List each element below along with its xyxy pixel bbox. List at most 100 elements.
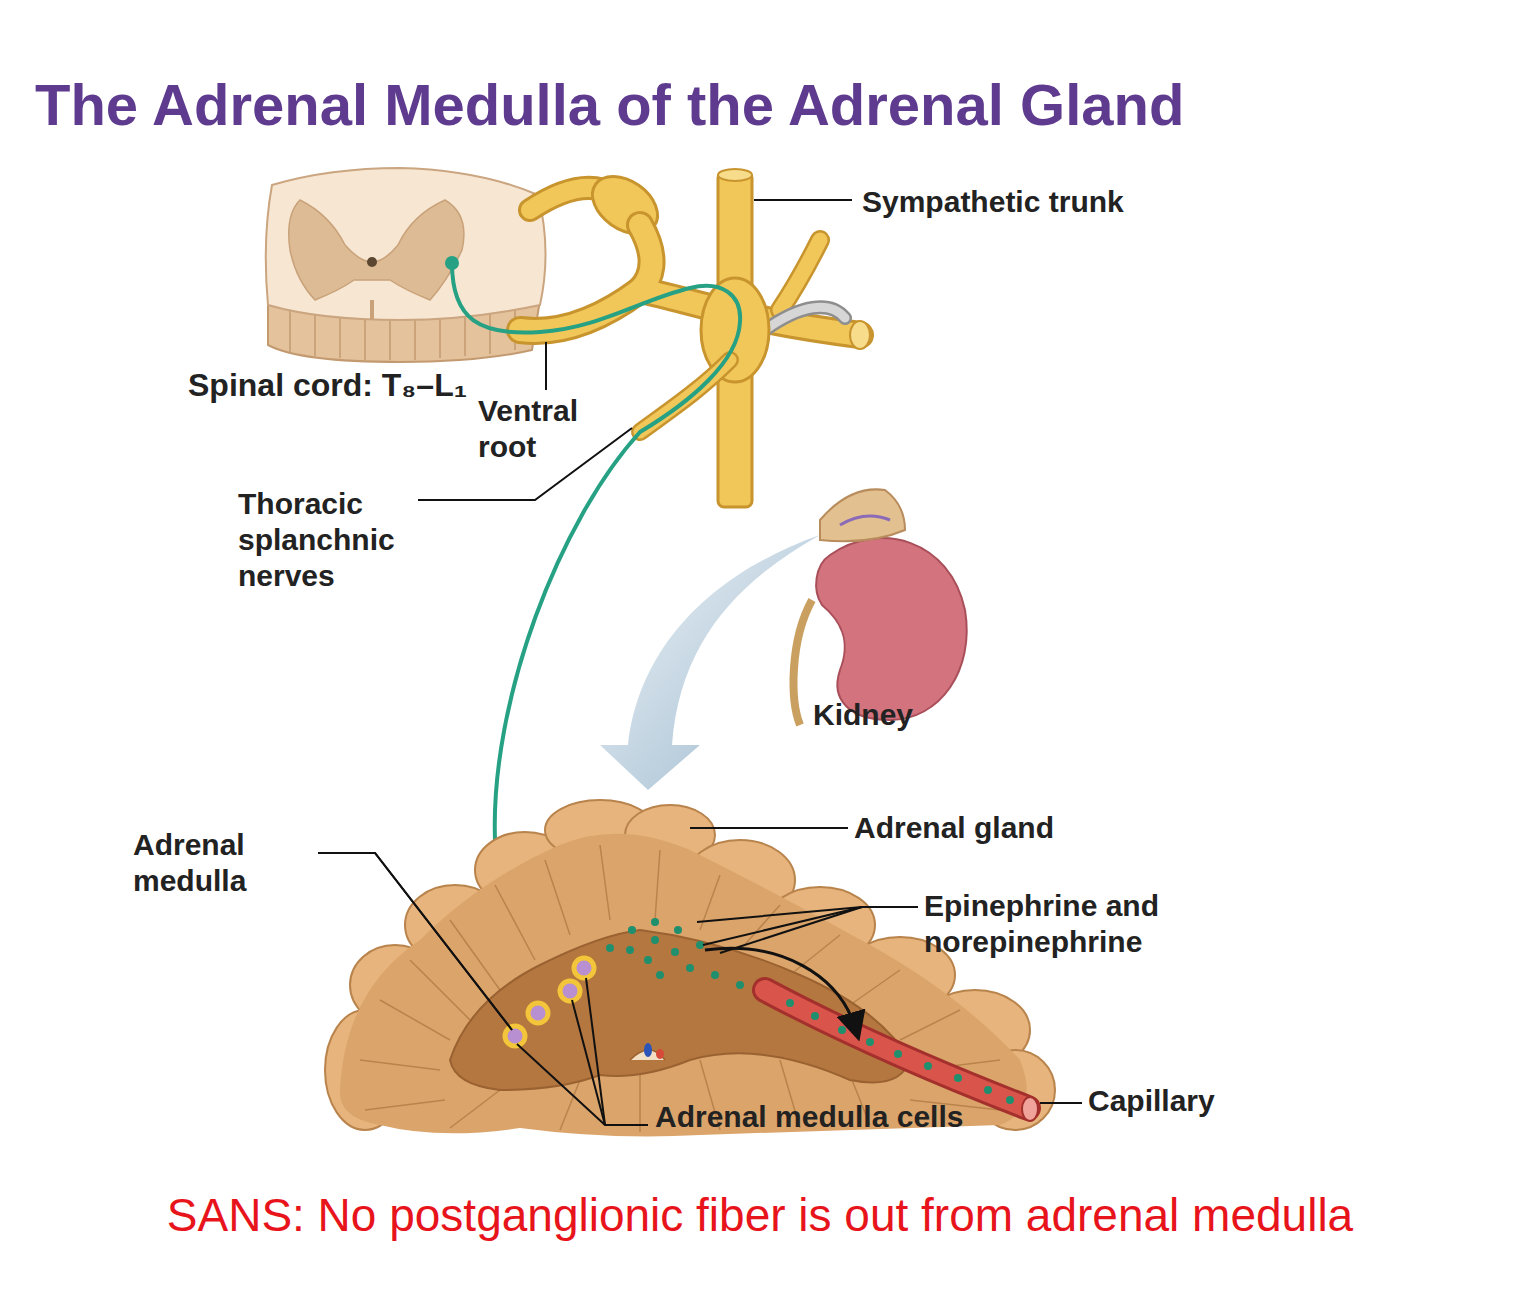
adrenal-gland bbox=[365, 1100, 445, 1110]
part-label: Adrenal medulla cells bbox=[655, 1099, 985, 1135]
part-label-slot: Adrenal medulla bbox=[133, 827, 338, 899]
caption-slot: SANS: No postganglionic fiber is out fro… bbox=[10, 1188, 1510, 1243]
medulla-cells bbox=[574, 958, 594, 978]
spinal-cord bbox=[364, 315, 366, 360]
part-label-slot: Adrenal medulla cells bbox=[655, 1099, 985, 1135]
hormone-granules bbox=[674, 926, 682, 934]
secretion-arrow bbox=[705, 948, 856, 1030]
part-label: Adrenal gland bbox=[854, 810, 1054, 846]
kidney bbox=[794, 600, 812, 725]
part-label-slot: Adrenal gland bbox=[854, 810, 1054, 846]
hormone-granules bbox=[696, 941, 704, 949]
adrenal-gland bbox=[495, 885, 535, 960]
adrenal-gland bbox=[655, 850, 660, 920]
adrenal-gland bbox=[450, 920, 500, 990]
adrenal-gland bbox=[450, 1090, 500, 1128]
title: The Adrenal Medulla of the Adrenal Gland bbox=[35, 70, 1184, 140]
hormone-granules bbox=[711, 971, 719, 979]
zoom-arrow bbox=[600, 535, 820, 790]
adrenal-gland bbox=[850, 970, 900, 1005]
spinal-cord bbox=[439, 314, 441, 358]
hormone-granules bbox=[628, 926, 636, 934]
leader-lines bbox=[703, 907, 862, 945]
leader-lines bbox=[586, 978, 605, 1125]
adrenal-gland bbox=[600, 845, 610, 920]
adrenal-gland bbox=[360, 1060, 440, 1070]
kidney bbox=[840, 516, 890, 525]
leader-lines bbox=[517, 1044, 648, 1125]
spinal-cord bbox=[464, 313, 466, 356]
adrenal-gland bbox=[360, 845, 1000, 1132]
spinal-nerve bbox=[520, 165, 870, 349]
spinal-cord bbox=[289, 200, 464, 300]
part-label: Sympathetic trunk bbox=[862, 184, 1124, 220]
spinal-cord bbox=[370, 300, 374, 320]
adrenal-gland bbox=[410, 960, 470, 1020]
spinal-cord bbox=[489, 311, 491, 354]
capillary bbox=[786, 999, 1014, 1104]
kidney bbox=[794, 489, 967, 725]
spinal-cord bbox=[339, 314, 341, 358]
hormone-granules bbox=[671, 948, 679, 956]
spinal-nerve bbox=[640, 225, 652, 290]
gray-ramus bbox=[765, 307, 845, 330]
spinal-cord bbox=[414, 315, 416, 360]
hormone-granules bbox=[606, 918, 744, 989]
part-label: Adrenal medulla bbox=[133, 827, 338, 899]
sympathetic-trunk bbox=[718, 169, 752, 181]
capillary bbox=[811, 1012, 819, 1020]
hormone-granules bbox=[736, 981, 744, 989]
part-label: Epinephrine and norepinephrine bbox=[924, 888, 1269, 960]
part-label-slot: Capillary bbox=[1088, 1083, 1215, 1119]
leader-lines bbox=[318, 200, 1082, 1125]
leader-lines bbox=[318, 853, 512, 1030]
capillary bbox=[894, 1050, 902, 1058]
adrenal-gland bbox=[656, 1049, 664, 1059]
title-slot: The Adrenal Medulla of the Adrenal Gland bbox=[35, 70, 1184, 140]
spinal-nerve bbox=[640, 225, 652, 290]
caption: SANS: No postganglionic fiber is out fro… bbox=[10, 1188, 1510, 1243]
hormone-granules bbox=[651, 936, 659, 944]
secretion-arrow bbox=[705, 948, 856, 1030]
spinal-cord bbox=[266, 168, 546, 320]
part-label: Capillary bbox=[1088, 1083, 1215, 1119]
adrenal-gland bbox=[639, 1070, 641, 1132]
part-label-slot: Epinephrine and norepinephrine bbox=[924, 888, 1269, 960]
hormone-granules bbox=[606, 944, 614, 952]
part-label: Spinal cord: T₈–L₁ bbox=[188, 366, 473, 404]
spinal-cord bbox=[314, 312, 316, 356]
leader-lines bbox=[545, 342, 547, 390]
part-label-slot: Spinal cord: T₈–L₁ bbox=[188, 366, 473, 404]
part-label-slot: Sympathetic trunk bbox=[862, 184, 1124, 220]
part-label: Ventral root bbox=[478, 393, 633, 465]
part-label-slot: Kidney bbox=[813, 697, 913, 733]
medulla-cells bbox=[528, 1003, 548, 1023]
capillary bbox=[1022, 1097, 1038, 1121]
leader-lines bbox=[572, 1000, 605, 1125]
leader-lines bbox=[318, 853, 512, 1030]
leader-lines bbox=[720, 907, 862, 953]
leader-lines bbox=[690, 827, 848, 829]
kidney bbox=[820, 489, 905, 541]
part-label: Kidney bbox=[813, 697, 913, 733]
spinal-nerve bbox=[850, 321, 870, 349]
capillary bbox=[954, 1074, 962, 1082]
adrenal-gland bbox=[380, 1000, 450, 1040]
zoom-arrow bbox=[600, 535, 820, 790]
leader-lines bbox=[754, 199, 852, 201]
spinal-nerve bbox=[780, 240, 820, 310]
adrenal-gland bbox=[644, 1043, 652, 1057]
hormone-granules bbox=[644, 956, 652, 964]
capillary bbox=[765, 990, 1028, 1108]
adrenal-gland bbox=[900, 1010, 960, 1040]
preganglionic-neuron bbox=[445, 256, 459, 270]
gray-ramus bbox=[765, 307, 845, 330]
hormone-granules bbox=[626, 946, 634, 954]
adrenal-gland bbox=[450, 930, 910, 1090]
part-label: Thoracic splanchnic nerves bbox=[238, 486, 478, 594]
medulla-cells bbox=[560, 981, 580, 1001]
spinal-cord bbox=[367, 257, 377, 267]
medulla-cells bbox=[505, 1026, 525, 1046]
spinal-cord bbox=[389, 315, 391, 360]
